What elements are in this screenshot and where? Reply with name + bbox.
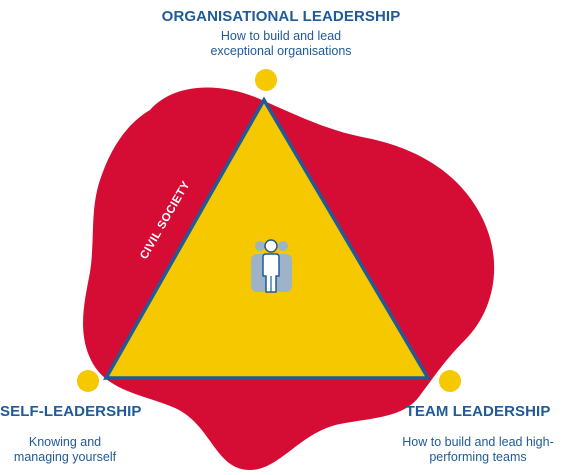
node-description: How to build and lead high- performing t…	[402, 435, 554, 464]
node-title: ORGANISATIONAL LEADERSHIP	[161, 8, 401, 25]
node-organisational-leadership: ORGANISATIONAL LEADERSHIP How to build a…	[131, 8, 431, 59]
node-title: SELF-LEADERSHIP	[0, 403, 142, 420]
node-description: Knowing and managing yourself	[13, 435, 117, 464]
node-team-leadership: TEAM LEADERSHIP How to build and lead hi…	[394, 403, 562, 465]
node-description: How to build and lead exceptional organi…	[210, 29, 352, 58]
dot-right	[439, 370, 461, 392]
leadership-triangle	[102, 96, 432, 380]
dot-top	[255, 69, 277, 91]
person-in-group-icon	[251, 239, 292, 293]
node-self-leadership: SELF-LEADERSHIP Knowing and managing you…	[0, 403, 142, 465]
dot-left	[77, 370, 99, 392]
node-title: TEAM LEADERSHIP	[405, 403, 551, 420]
